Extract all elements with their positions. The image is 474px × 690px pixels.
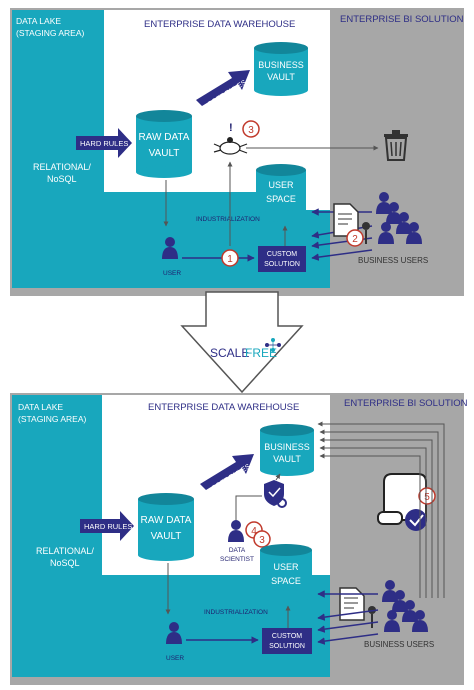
scalefree-logo-icon — [265, 338, 281, 352]
industrialization-label: INDUSTRIALIZATION — [196, 216, 260, 223]
badge-1: 1 — [221, 249, 239, 267]
biz-vault-2-label-2: VAULT — [273, 454, 301, 464]
nosql-label: NoSQL — [47, 174, 77, 184]
user-space-label-1: USER — [268, 180, 294, 190]
raw-vault-2-label-2: VAULT — [151, 531, 182, 542]
user-space-2: USER SPACE — [260, 544, 312, 602]
custom-label-2: SOLUTION — [264, 261, 300, 268]
arrow-bu2-4 — [317, 633, 379, 645]
business-vault-2: BUSINESS VAULT — [260, 424, 314, 476]
bi-solution-label: ENTERPRISE BI SOLUTION — [340, 14, 464, 25]
badge-5: 5 — [418, 487, 436, 505]
user-label: USER — [163, 270, 181, 277]
custom-solution-box-2: CUSTOM SOLUTION — [262, 628, 312, 654]
user-space-2-label-1: USER — [273, 562, 299, 572]
business-users-label-2: BUSINESS USERS — [364, 640, 434, 649]
arrow-bu2-2 — [317, 609, 379, 621]
hard-rules-arrow: HARD RULES — [76, 128, 132, 158]
data-lake-label-2: DATA LAKE — [18, 402, 63, 412]
scientist-label-2: SCIENTIST — [220, 556, 254, 563]
raw-vault-label-2: VAULT — [149, 148, 180, 159]
transition-arrow: SCALE FREE — [180, 291, 304, 394]
industrialization-label-2: INDUSTRIALIZATION — [204, 609, 268, 616]
trash-icon — [384, 130, 408, 161]
nosql-label-2: NoSQL — [50, 558, 80, 568]
biz-vault-2-label-1: BUSINESS — [264, 442, 310, 452]
svg-text:1: 1 — [227, 254, 233, 265]
arrow-shield-to-vault — [275, 473, 281, 481]
svg-text:3: 3 — [259, 535, 265, 546]
hard-rules-arrow-2: HARD RULES — [80, 511, 134, 541]
raw-vault-2-label-1: RAW DATA — [141, 515, 192, 526]
edw-label: ENTERPRISE DATA WAREHOUSE — [144, 19, 295, 30]
badge-3-bottom: 3 — [253, 530, 271, 548]
bug-icon: ! — [213, 122, 248, 155]
business-users-label: BUSINESS USERS — [358, 256, 428, 265]
business-vault: BUSINESS VAULT — [254, 42, 308, 96]
raw-vault-label-1: RAW DATA — [139, 132, 190, 143]
raw-data-vault-2: RAW DATA VAULT — [138, 493, 194, 561]
custom-2-label-1: CUSTOM — [272, 633, 302, 640]
badge-3-top: 3 — [242, 120, 260, 138]
line-scientist-to-shield — [235, 495, 262, 522]
svg-text:3: 3 — [248, 125, 254, 136]
shield-gear-icon — [264, 480, 287, 508]
svg-text:2: 2 — [352, 234, 358, 245]
user-label-2: USER — [166, 655, 184, 662]
custom-solution-box: CUSTOM SOLUTION — [258, 246, 306, 272]
svg-text:4: 4 — [251, 526, 257, 537]
hard-rules-label: HARD RULES — [80, 139, 128, 148]
custom-label-1: CUSTOM — [267, 251, 297, 258]
arrow-bu-4 — [311, 249, 373, 261]
custom-2-label-2: SOLUTION — [269, 643, 305, 650]
scientist-label-1: DATA — [229, 547, 246, 554]
top-panel: ENTERPRISE BI SOLUTION ENTERPRISE DATA W… — [10, 8, 464, 296]
badge-2: 2 — [346, 229, 364, 247]
user-space: USER SPACE — [256, 164, 306, 222]
document-key-icon — [333, 203, 370, 244]
edw-label-2: ENTERPRISE DATA WAREHOUSE — [148, 402, 299, 413]
relational-label-2: RELATIONAL/ — [36, 546, 94, 556]
brand-scale: SCALE — [210, 346, 249, 360]
hard-rules-label-2: HARD RULES — [84, 522, 132, 531]
bottom-panel: ENTERPRISE BI SOLUTION ENTERPRISE DATA W… — [10, 393, 468, 685]
data-lake-label: DATA LAKE — [16, 16, 61, 26]
biz-vault-label-2: VAULT — [267, 72, 295, 82]
biz-vault-label-1: BUSINESS — [258, 60, 304, 70]
raw-data-vault: RAW DATA VAULT — [136, 110, 192, 178]
relational-label: RELATIONAL/ — [33, 162, 91, 172]
arrow-bu2-3 — [317, 621, 379, 633]
bi-solution-label-2: ENTERPRISE BI SOLUTION — [344, 398, 468, 409]
svg-text:5: 5 — [424, 492, 430, 503]
brand-free: FREE — [245, 346, 277, 360]
staging-area-label-2: (STAGING AREA) — [18, 414, 86, 424]
staging-area-label: (STAGING AREA) — [16, 28, 84, 38]
warning-mark: ! — [229, 122, 233, 134]
user-space-label-2: SPACE — [266, 194, 296, 204]
bu-to-vault-lines — [317, 421, 445, 598]
user-space-2-label-2: SPACE — [271, 576, 301, 586]
